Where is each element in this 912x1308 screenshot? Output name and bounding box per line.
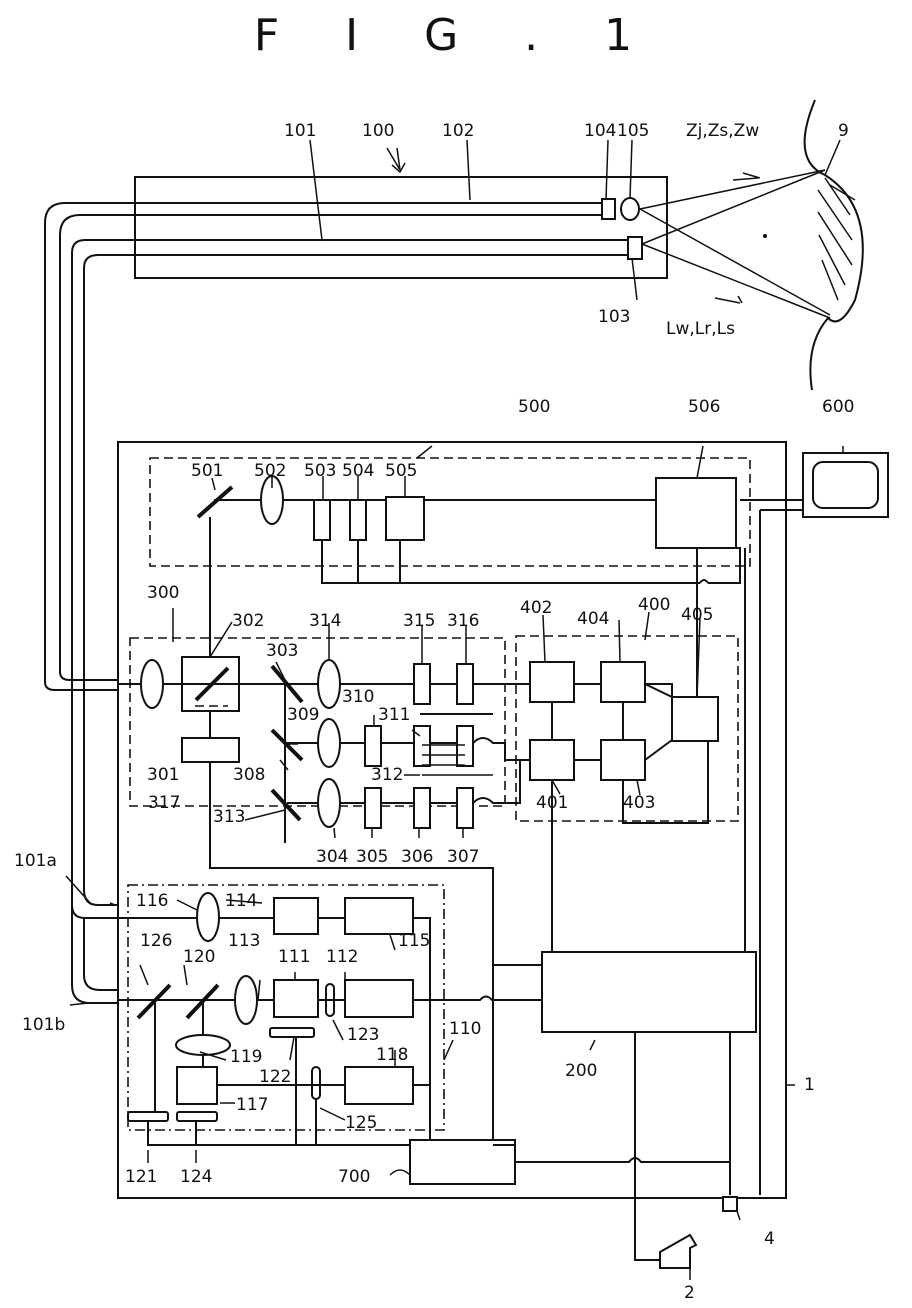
- label-314: 314: [309, 611, 341, 631]
- label-125: 125: [345, 1113, 377, 1133]
- label-100: 100: [362, 121, 394, 141]
- label-308: 308: [233, 765, 265, 785]
- label-504: 504: [342, 461, 374, 481]
- label-300: 300: [147, 583, 179, 603]
- label-116: 116: [136, 891, 168, 911]
- label-700: 700: [338, 1167, 370, 1187]
- label-313: 313: [213, 807, 245, 827]
- label-401: 401: [536, 793, 568, 813]
- target-tissue-9: [763, 100, 863, 390]
- controller-200: [410, 548, 756, 1268]
- label-310: 310: [342, 687, 374, 707]
- label-118: 118: [376, 1045, 408, 1065]
- label-500: 500: [518, 397, 550, 417]
- label-312: 312: [371, 765, 403, 785]
- label-115: 115: [398, 931, 430, 951]
- label-1: 1: [804, 1075, 815, 1095]
- label-309: 309: [287, 705, 319, 725]
- label-101a: 101a: [14, 851, 57, 871]
- label-126: 126: [140, 931, 172, 951]
- label-400: 400: [638, 595, 670, 615]
- label-200: 200: [565, 1061, 597, 1081]
- label-112: 112: [326, 947, 358, 967]
- label-307: 307: [447, 847, 479, 867]
- label-103: 103: [598, 307, 630, 327]
- label-600: 600: [822, 397, 854, 417]
- label-305: 305: [356, 847, 388, 867]
- label-2: 2: [684, 1283, 695, 1303]
- label-9: 9: [838, 121, 849, 141]
- label-317: 317: [148, 793, 180, 813]
- label-119: 119: [230, 1047, 262, 1067]
- label-304: 304: [316, 847, 348, 867]
- label-303: 303: [266, 641, 298, 661]
- label-315: 315: [403, 611, 435, 631]
- label-405: 405: [681, 605, 713, 625]
- label-104: 104: [584, 121, 616, 141]
- block-110: [118, 885, 542, 1145]
- label-505: 505: [385, 461, 417, 481]
- label-302: 302: [232, 611, 264, 631]
- label-101b: 101b: [22, 1015, 65, 1035]
- lens-104: [602, 199, 615, 219]
- label-102: 102: [442, 121, 474, 141]
- label-506: 506: [688, 397, 720, 417]
- label-403: 403: [623, 793, 655, 813]
- label-124: 124: [180, 1167, 212, 1187]
- lens-105: [621, 198, 639, 220]
- label-110: 110: [449, 1019, 481, 1039]
- label-301: 301: [147, 765, 179, 785]
- label-120: 120: [183, 947, 215, 967]
- label-101: 101: [284, 121, 316, 141]
- label-122: 122: [259, 1067, 291, 1087]
- label-117: 117: [236, 1095, 268, 1115]
- label-111: 111: [278, 947, 310, 967]
- label-306: 306: [401, 847, 433, 867]
- label-123: 123: [347, 1025, 379, 1045]
- label-105: 105: [617, 121, 649, 141]
- lens-103: [628, 237, 642, 259]
- label-501: 501: [191, 461, 223, 481]
- label-4: 4: [764, 1229, 775, 1249]
- label-402: 402: [520, 598, 552, 618]
- label-121: 121: [125, 1167, 157, 1187]
- block-500: [150, 458, 750, 583]
- label-113: 113: [228, 931, 260, 951]
- label-404: 404: [577, 609, 609, 629]
- label-311: 311: [378, 705, 410, 725]
- label-lw: Lw,Lr,Ls: [666, 319, 735, 339]
- label-zj: Zj,Zs,Zw: [686, 121, 759, 141]
- label-502: 502: [254, 461, 286, 481]
- label-316: 316: [447, 611, 479, 631]
- label-114: 114: [225, 891, 257, 911]
- label-503: 503: [304, 461, 336, 481]
